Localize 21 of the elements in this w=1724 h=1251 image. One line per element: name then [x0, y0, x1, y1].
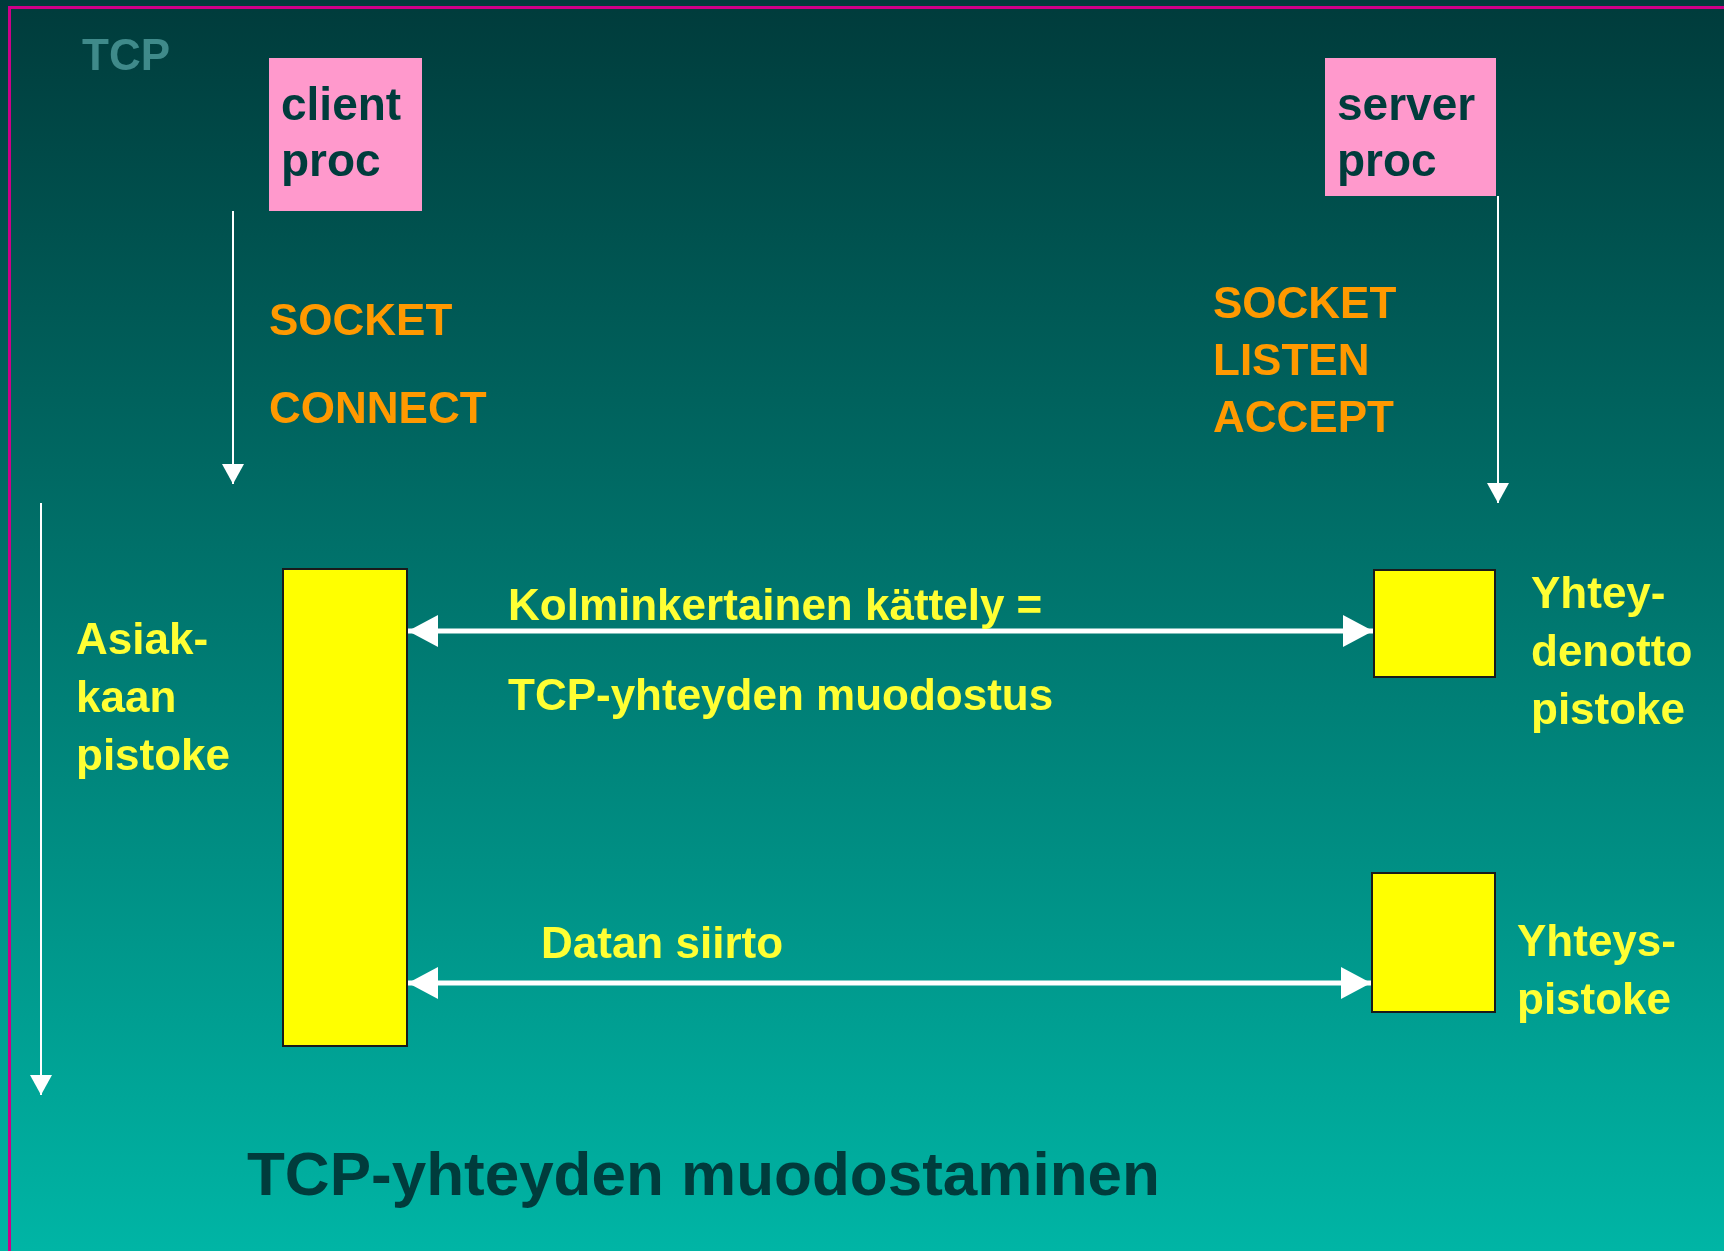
double-arrow [408, 615, 1373, 647]
call-name: SOCKET [269, 295, 453, 345]
socket-box [1373, 569, 1496, 678]
double-arrow [408, 967, 1371, 999]
call-name: ACCEPT [1213, 392, 1394, 442]
arrow [222, 210, 244, 485]
call-name: CONNECT [269, 383, 487, 433]
socket-caption: Yhtey- denotto pistoke [1531, 567, 1694, 735]
process-box: client proc [269, 58, 422, 211]
socket-bar [282, 568, 408, 1047]
title-text: TCP-yhteyden muodostaminen [247, 1138, 1160, 1209]
heading-text: TCP [82, 30, 170, 80]
socket-caption: Asiak- kaan pistoke [76, 613, 232, 781]
process-box: server proc [1325, 58, 1496, 196]
socket-caption: Yhteys- pistoke [1517, 915, 1677, 1025]
call-name: SOCKET [1213, 278, 1397, 328]
socket-box [1371, 872, 1496, 1013]
arrow [1487, 195, 1509, 504]
edge-label: Kolminkertainen kättely = TCP-yhteyden muodostus [508, 579, 1055, 721]
edge-label: Datan siirto [541, 918, 785, 968]
call-name: LISTEN [1213, 335, 1370, 385]
